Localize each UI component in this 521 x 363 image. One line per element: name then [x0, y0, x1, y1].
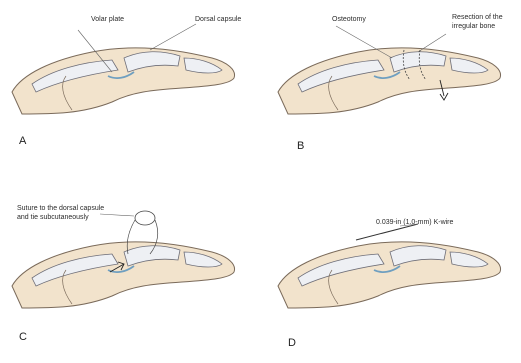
resection-label-line-2: irregular bone — [452, 23, 495, 31]
panel-letter-a: A — [19, 135, 26, 147]
resection-label-line-1: Resection of the — [452, 14, 503, 22]
panel-letter-c: C — [19, 331, 27, 343]
panel-b-drawing — [278, 26, 501, 114]
panel-letter-b: B — [297, 140, 304, 152]
dorsal-capsule-label: Dorsal capsule — [195, 16, 241, 24]
panel-a-drawing — [12, 24, 235, 114]
suture-label-line-2: and tie subcutaneously — [17, 214, 89, 222]
suture-label-line-1: Suture to the dorsal capsule — [17, 205, 104, 213]
k-wire-label: 0.039-in (1.0-mm) K-wire — [376, 219, 453, 227]
panel-d-drawing — [278, 224, 501, 308]
osteotomy-label: Osteotomy — [332, 16, 366, 24]
volar-plate-label: Volar plate — [91, 16, 124, 24]
panel-c-drawing — [12, 211, 235, 308]
panel-letter-d: D — [288, 337, 296, 349]
